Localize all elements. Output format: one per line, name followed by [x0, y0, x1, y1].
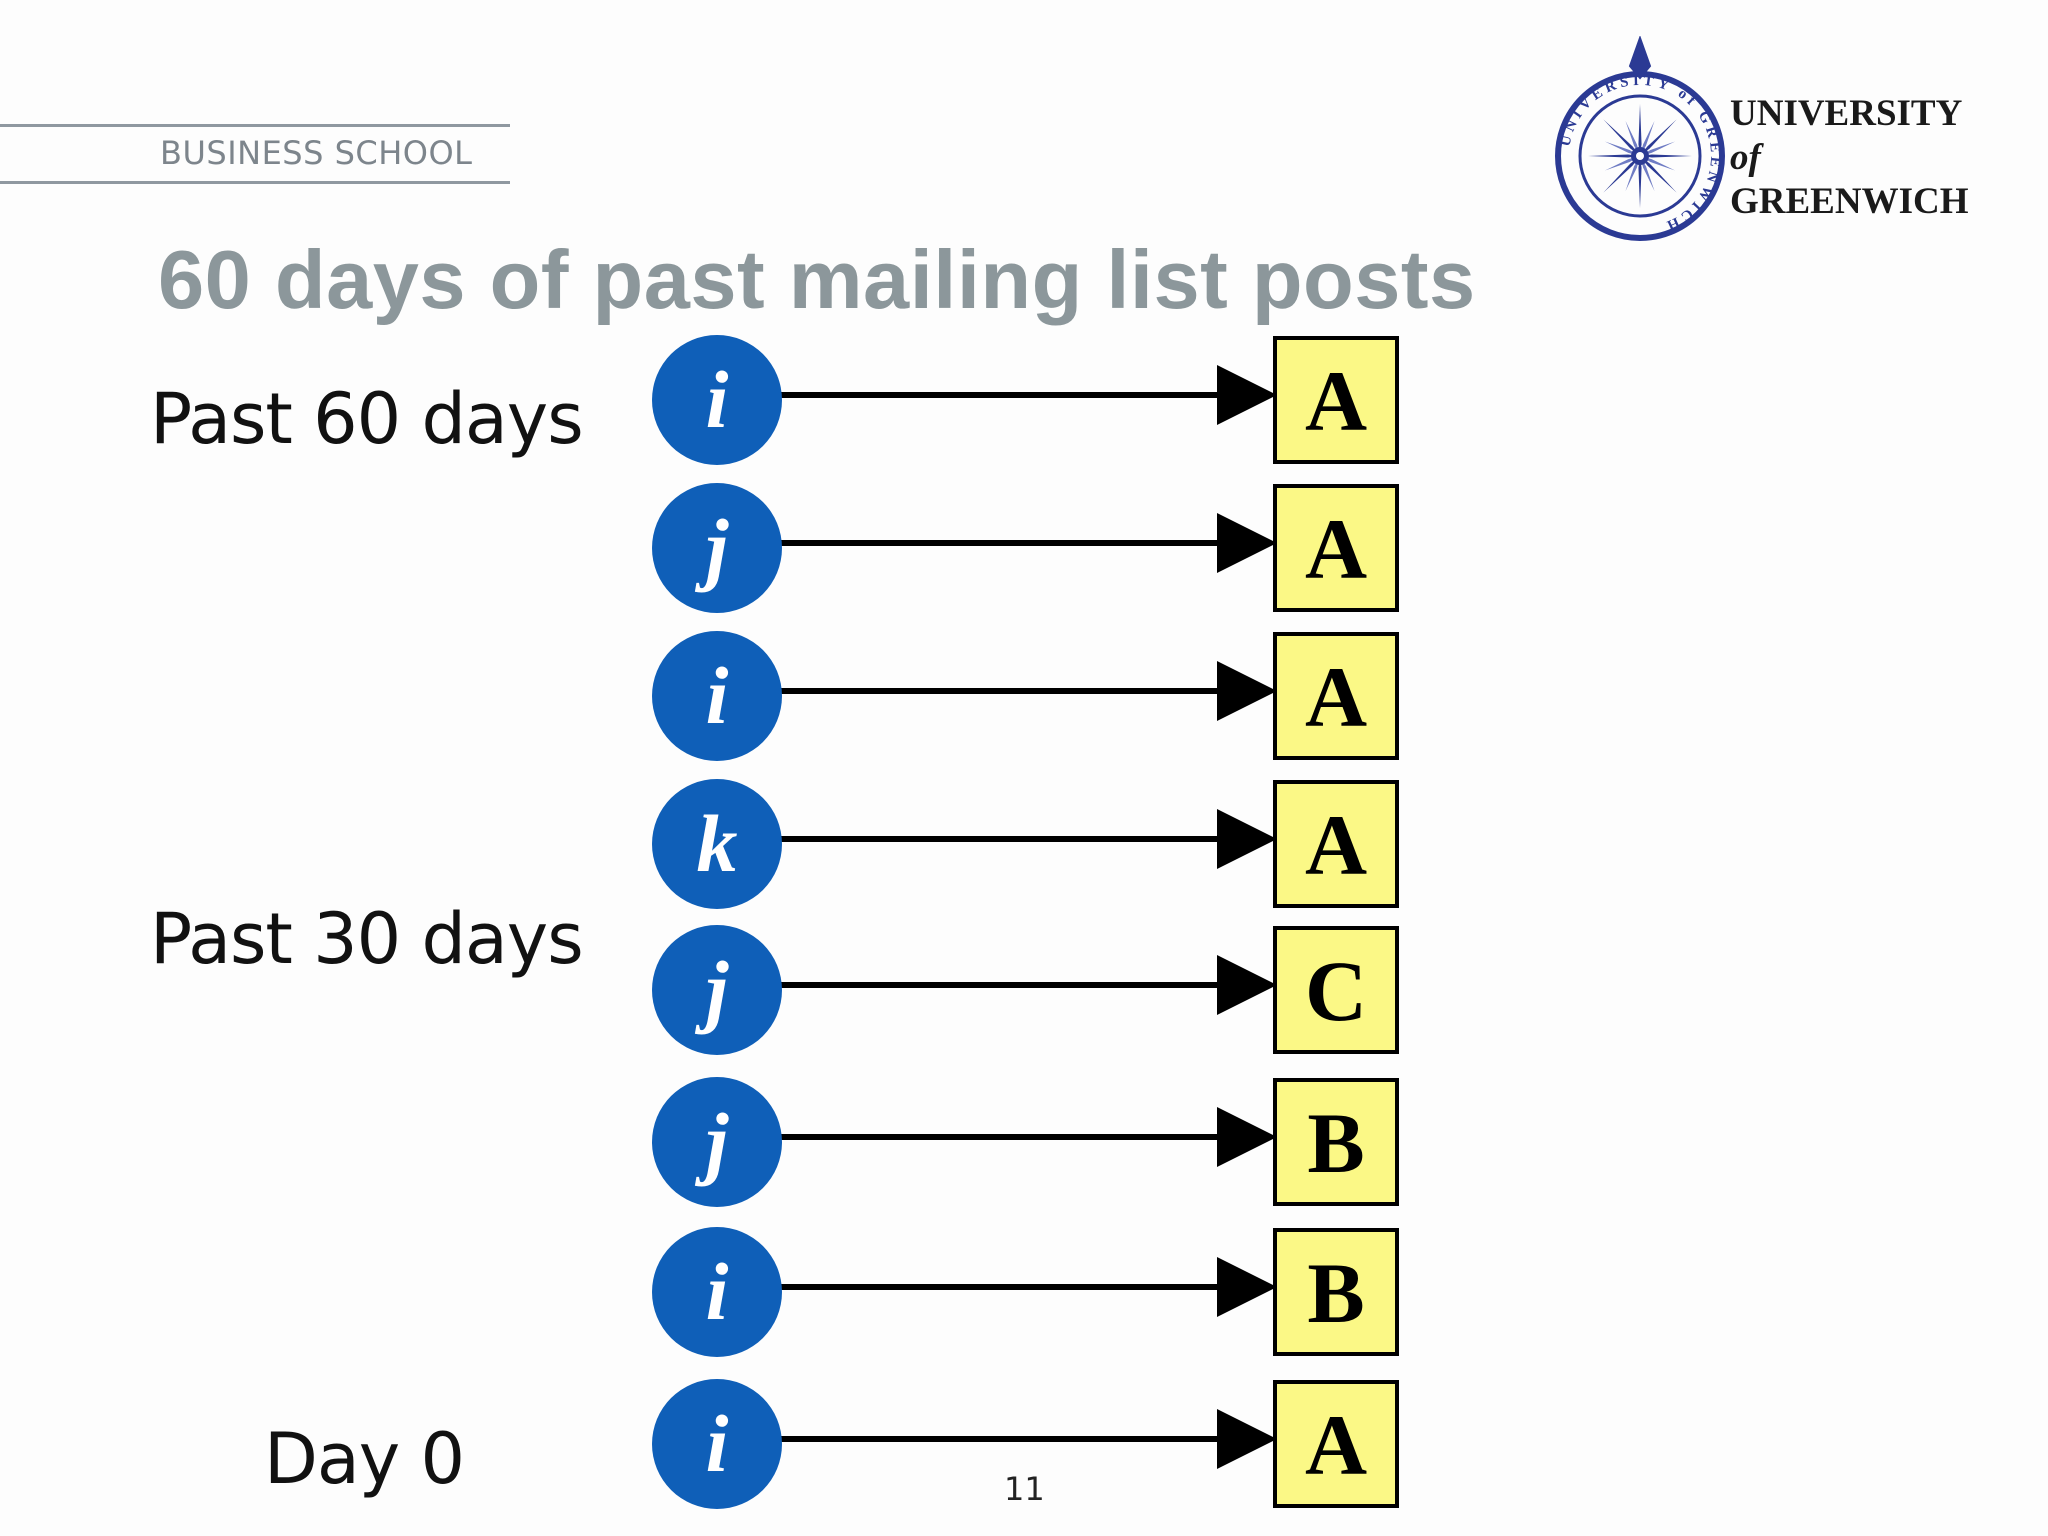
mailing-list-label: A	[1305, 501, 1367, 597]
author-label: i	[706, 1398, 729, 1489]
author-node	[652, 335, 782, 465]
mailing-list-box	[1273, 1380, 1399, 1508]
mailing-list-label: A	[1305, 353, 1367, 449]
time-label-day-0: Day 0	[264, 1418, 465, 1500]
rose-point	[1638, 156, 1642, 208]
mailing-list-box	[1273, 632, 1399, 760]
rose-point	[1640, 120, 1655, 156]
header-bottom-line	[0, 181, 510, 184]
author-node	[652, 1077, 782, 1207]
business-school-label: BUSINESS SCHOOL	[160, 134, 473, 172]
rose-point	[1640, 141, 1676, 156]
mailing-list-box	[1273, 1078, 1399, 1206]
author-node	[652, 1379, 782, 1509]
author-node	[652, 1227, 782, 1357]
rose-point	[1603, 119, 1640, 156]
mailing-list-label: B	[1307, 1245, 1364, 1341]
author-label: i	[706, 1246, 729, 1337]
mailing-list-label: B	[1307, 1095, 1364, 1191]
rose-point	[1603, 156, 1640, 193]
mailing-list-box	[1273, 780, 1399, 908]
rose-point	[1604, 156, 1640, 171]
mailing-list-label: A	[1305, 1397, 1367, 1493]
author-label: i	[706, 354, 729, 445]
rose-point	[1625, 156, 1640, 192]
mailing-list-box	[1273, 926, 1399, 1054]
mailing-list-box	[1273, 336, 1399, 464]
mailing-list-label: C	[1305, 943, 1367, 1039]
rose-point	[1640, 119, 1677, 156]
mailing-list-label: A	[1305, 797, 1367, 893]
seal-nib-icon	[1628, 36, 1652, 80]
time-label-past-30: Past 30 days	[150, 898, 584, 980]
rose-point	[1588, 154, 1640, 158]
author-label: k	[697, 798, 738, 889]
mailing-list-box	[1273, 1228, 1399, 1356]
rose-point	[1638, 104, 1642, 156]
compass-rose-icon	[1588, 104, 1692, 208]
rose-point	[1640, 156, 1676, 171]
author-node	[652, 779, 782, 909]
author-node	[652, 925, 782, 1055]
logo-line-of: of	[1730, 137, 1761, 178]
rose-point	[1640, 156, 1655, 192]
rose-point	[1604, 141, 1640, 156]
author-node	[652, 483, 782, 613]
rose-point	[1640, 154, 1692, 158]
logo-line-university: UNIVERSITY	[1730, 93, 1963, 134]
mailing-list-label: A	[1305, 649, 1367, 745]
university-name: UNIVERSITY of GREENWICH	[1730, 92, 1968, 224]
rose-point	[1625, 120, 1640, 156]
rose-point	[1640, 156, 1677, 193]
page-number: 11	[1004, 1470, 1045, 1508]
university-seal-logo: UNIVERSITY of GREENWICH	[1555, 36, 1725, 241]
time-label-past-60: Past 60 days	[150, 378, 584, 460]
logo-line-greenwich: GREENWICH	[1730, 181, 1969, 222]
author-label: i	[706, 650, 729, 741]
mailing-list-box	[1273, 484, 1399, 612]
header-top-line	[0, 124, 510, 127]
author-node	[652, 631, 782, 761]
slide-title: 60 days of past mailing list posts	[158, 233, 1476, 326]
